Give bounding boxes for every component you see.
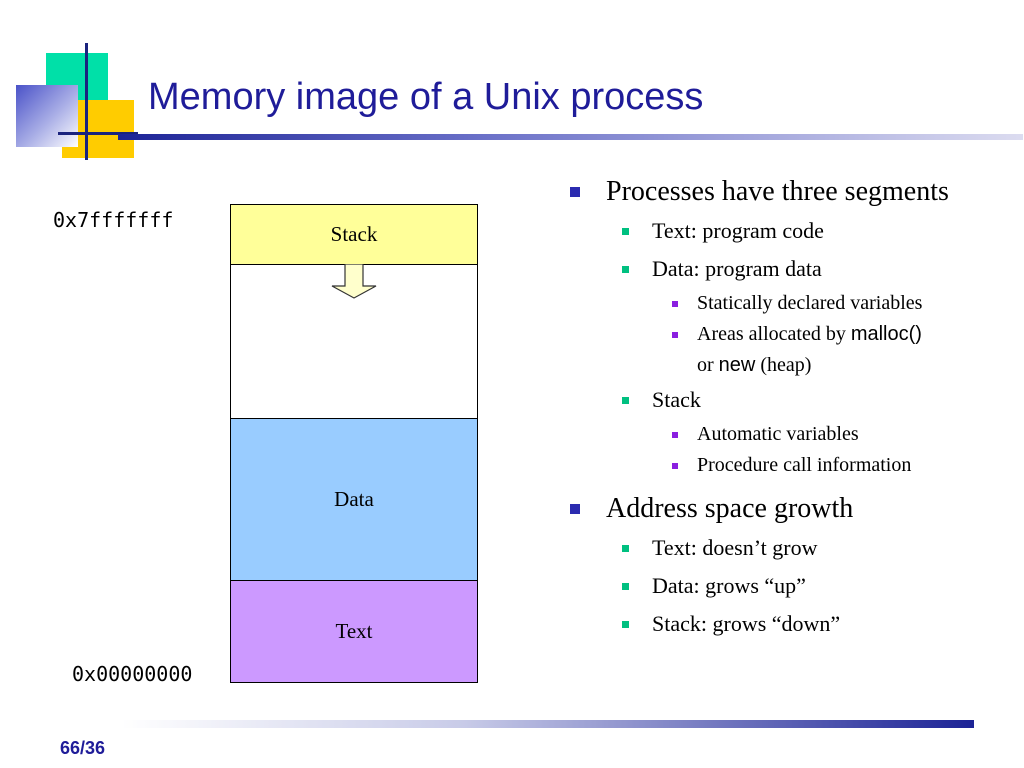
list-item: Statically declared variables — [560, 288, 1000, 319]
list-item: Stack: grows “down” — [560, 605, 1000, 643]
text-segment: Text — [230, 580, 478, 683]
bullet-square-icon — [622, 397, 629, 404]
decor-vertical-line — [85, 43, 88, 160]
down-arrow-icon — [331, 264, 377, 299]
decor-horizontal-line — [58, 132, 138, 135]
heap-prefix-text: Areas allocated by — [697, 323, 851, 345]
bullet-square-icon — [672, 432, 678, 438]
list-item: Procedure call information — [560, 450, 1000, 481]
list-item-text: Text: program code — [652, 218, 824, 243]
bullet-square-icon — [622, 266, 629, 273]
footer-divider — [122, 720, 974, 728]
list-item-text: Address space growth — [606, 493, 854, 524]
address-top-label: 0x7fffffff — [53, 208, 174, 232]
list-item-text: Data: program data — [652, 256, 822, 281]
list-item: Data: program data — [560, 250, 1000, 288]
heap-or-text: or — [697, 354, 719, 376]
bullet-square-icon — [570, 187, 580, 197]
bullet-square-icon — [622, 583, 629, 590]
title-underline — [118, 134, 1023, 140]
bullet-square-icon — [672, 332, 678, 338]
list-item: Data: grows “up” — [560, 567, 1000, 605]
new-keyword: new — [718, 354, 756, 376]
list-item-text: Stack — [652, 387, 701, 412]
list-item: Text: program code — [560, 212, 1000, 250]
list-item-text: Text: doesn’t grow — [652, 535, 818, 560]
text-segment-label: Text — [335, 619, 373, 643]
list-item-text: Areas allocated by malloc() or new (heap) — [697, 323, 922, 376]
data-segment: Data — [230, 418, 478, 581]
data-segment-label: Data — [334, 487, 374, 511]
malloc-keyword: malloc() — [850, 323, 922, 345]
list-item-text: Automatic variables — [697, 423, 859, 445]
list-item-text: Stack: grows “down” — [652, 611, 841, 636]
bullet-square-icon — [672, 301, 678, 307]
list-item: Processes have three segments — [560, 172, 1000, 212]
list-item-text: Statically declared variables — [697, 292, 923, 314]
decor-blue-gradient-square — [16, 85, 78, 147]
page-number: 66/36 — [60, 738, 106, 758]
bullet-square-icon — [622, 545, 629, 552]
list-item: Address space growth — [560, 489, 1000, 529]
list-item-text: Procedure call information — [697, 454, 912, 476]
stack-segment: Stack — [230, 204, 478, 265]
heap-suffix-text: (heap) — [755, 354, 812, 376]
bullet-square-icon — [672, 463, 678, 469]
list-item-text: Data: grows “up” — [652, 573, 806, 598]
address-bottom-label: 0x00000000 — [72, 662, 193, 686]
page-title: Memory image of a Unix process — [148, 76, 704, 118]
bullet-square-icon — [622, 228, 629, 235]
bullet-square-icon — [622, 621, 629, 628]
list-item-text: Processes have three segments — [606, 176, 949, 207]
bullet-list: Processes have three segments Text: prog… — [560, 172, 1000, 643]
list-item: Areas allocated by malloc() or new (heap) — [560, 319, 1000, 381]
bullet-square-icon — [570, 504, 580, 514]
list-item: Text: doesn’t grow — [560, 529, 1000, 567]
list-item: Stack — [560, 381, 1000, 419]
list-item: Automatic variables — [560, 419, 1000, 450]
stack-segment-label: Stack — [330, 222, 378, 246]
